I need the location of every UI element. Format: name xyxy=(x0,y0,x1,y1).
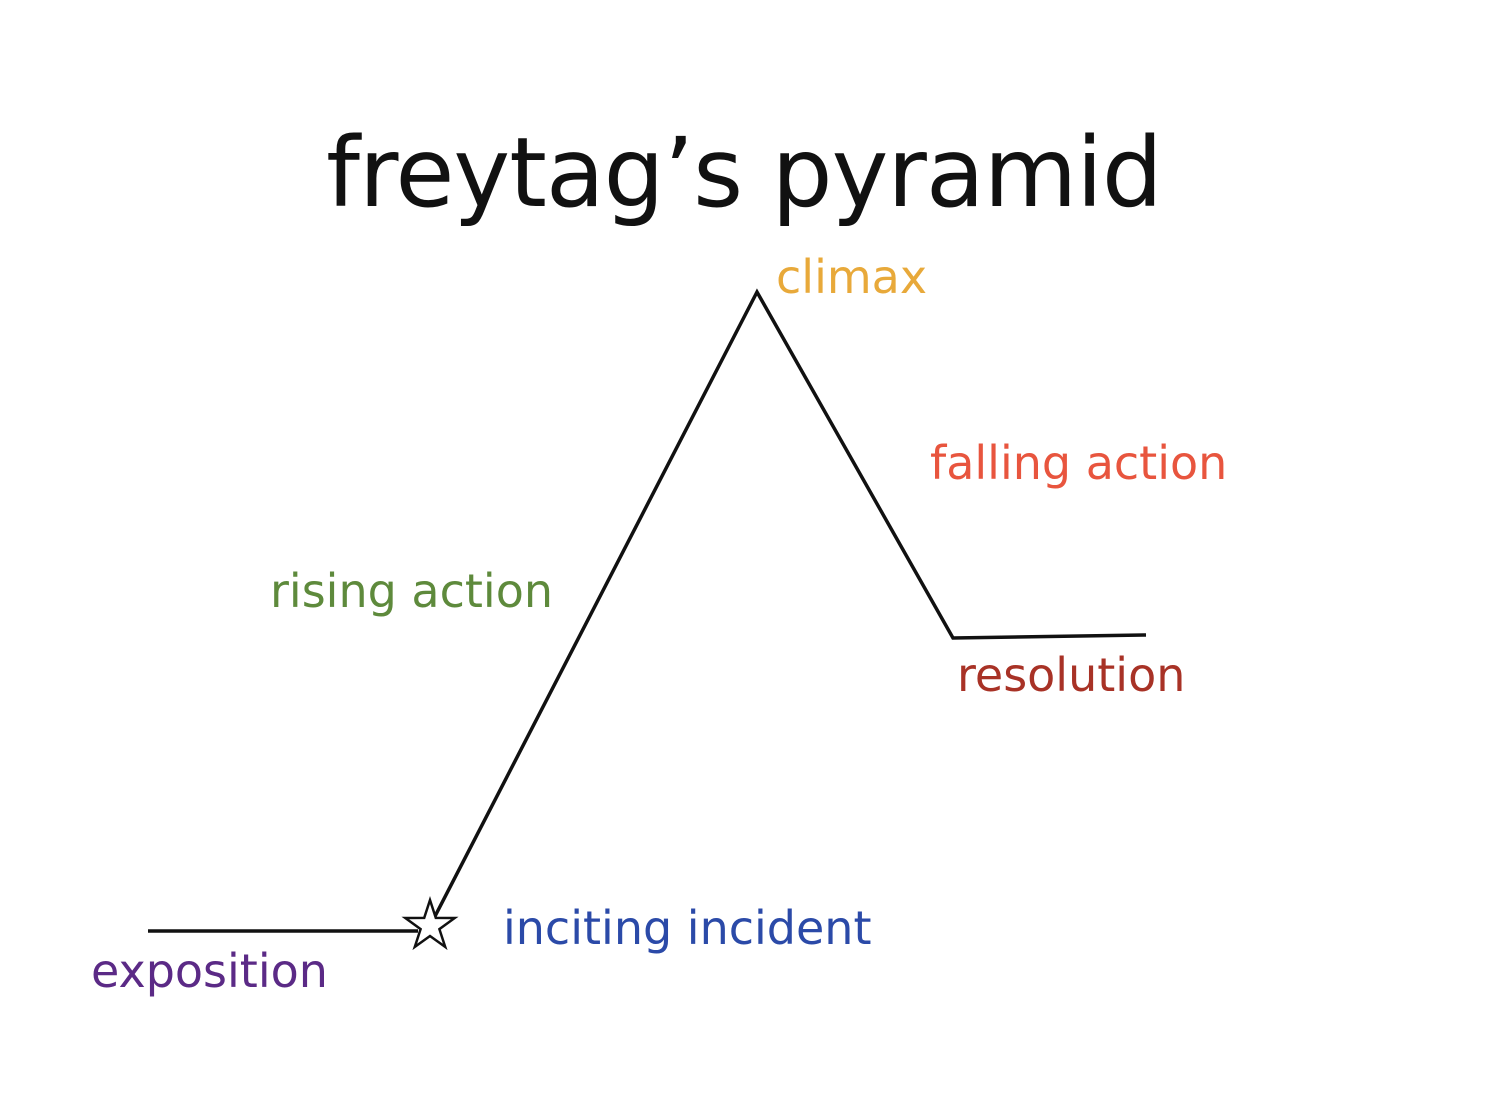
label-rising-action: rising action xyxy=(270,564,554,618)
label-inciting-incident: inciting incident xyxy=(503,901,872,955)
star-icon xyxy=(401,895,459,951)
label-falling-action: falling action xyxy=(930,436,1228,490)
label-climax: climax xyxy=(776,250,928,304)
label-resolution: resolution xyxy=(957,648,1186,702)
pyramid-line xyxy=(429,288,1147,925)
label-exposition: exposition xyxy=(91,944,328,998)
diagram-title: freytag’s pyramid xyxy=(326,117,1163,229)
